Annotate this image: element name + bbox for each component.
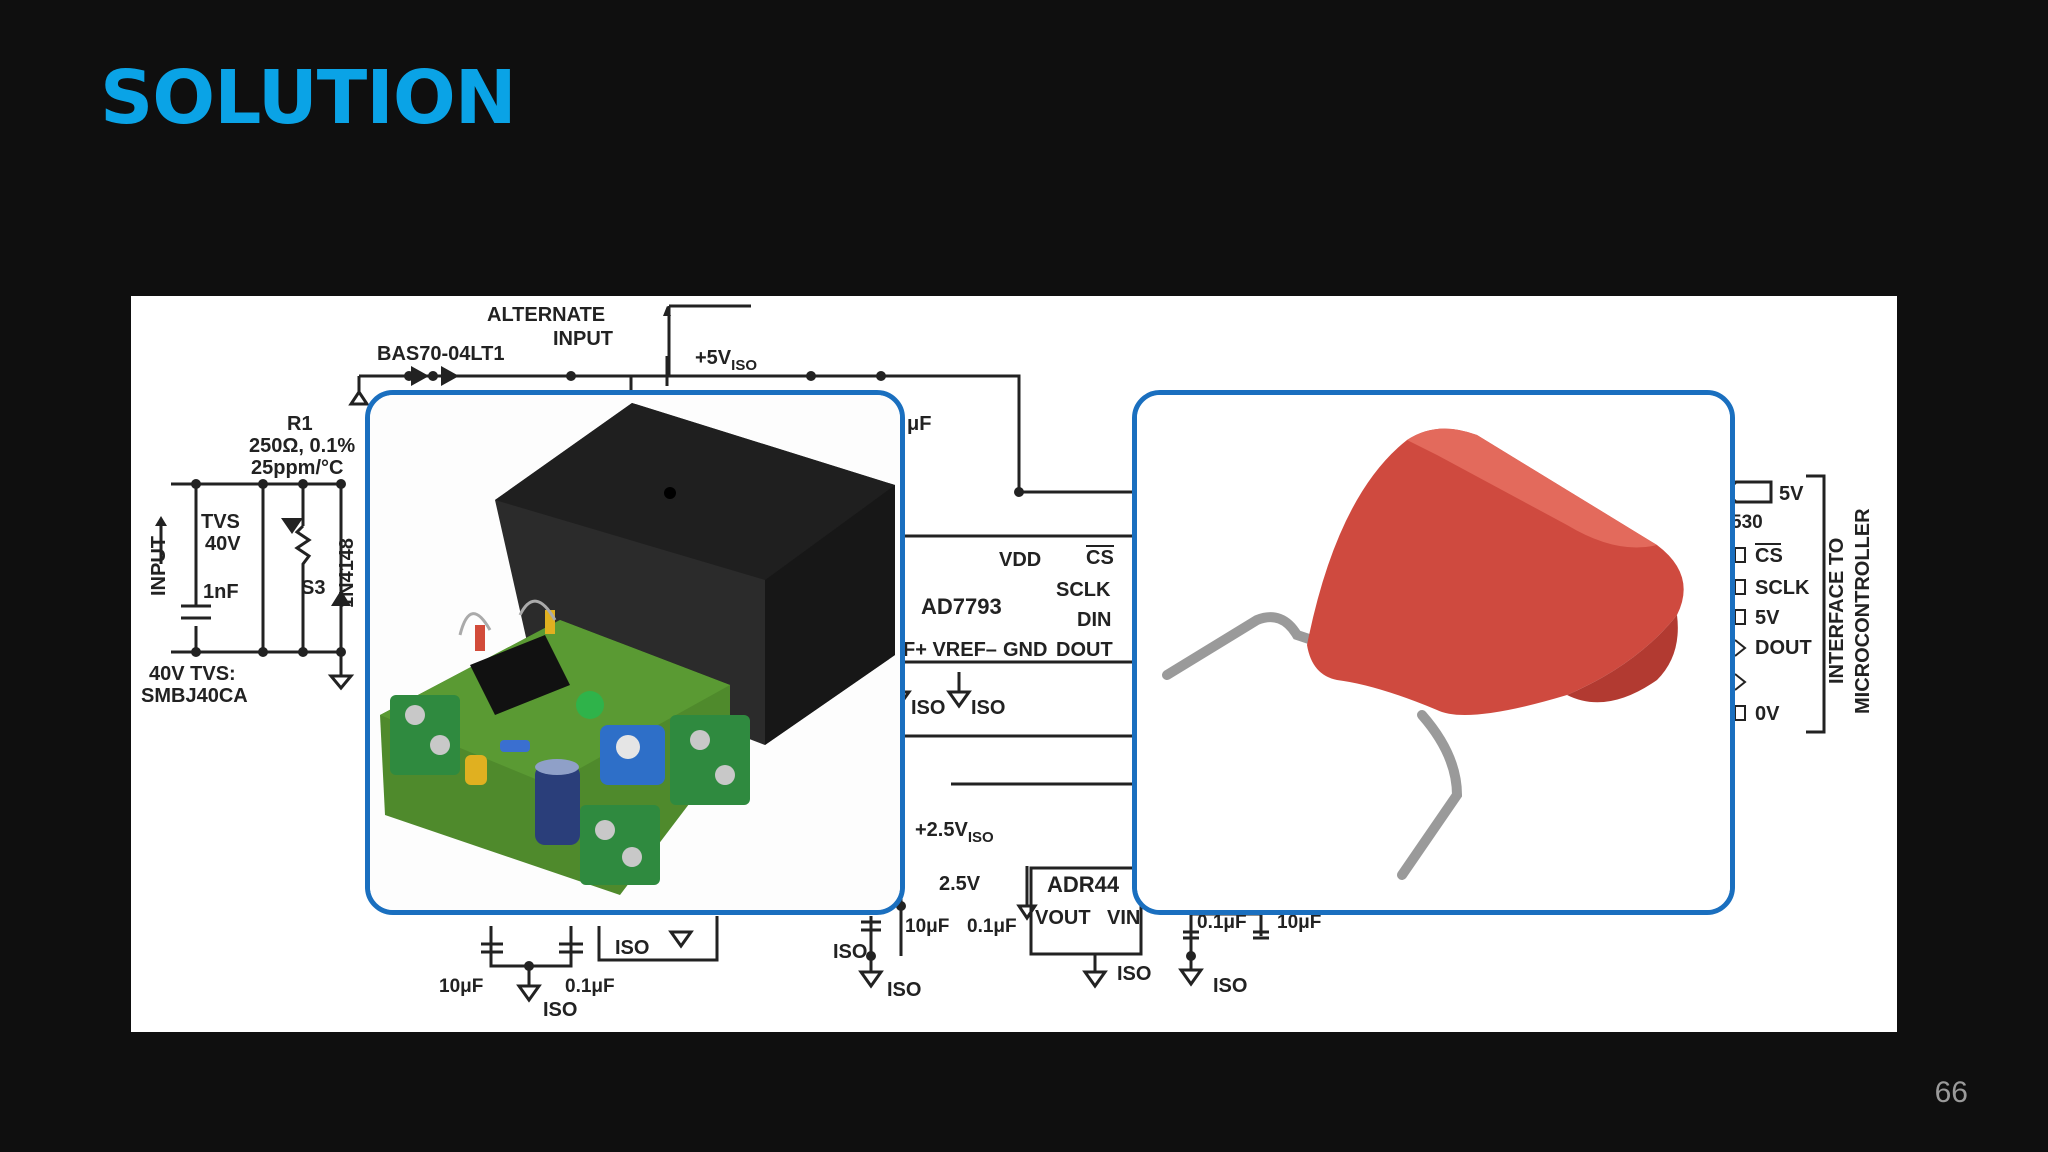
label-r1-tempco: 25ppm/°C [251,457,343,479]
ref-pin-vout: VOUT [1035,907,1091,929]
adc-pin-vdd: VDD [999,549,1041,571]
small-capacitor [465,755,487,785]
label-tvs-part-1: 40V TVS: [149,663,236,685]
terminal-block-left [390,695,460,775]
capacitor-lead-right [1397,710,1463,880]
label-cap-uf: μF [907,413,931,435]
label-s3: S3 [301,577,325,599]
slide-title: SOLUTION [100,55,517,141]
capacitor-highlight [1407,428,1657,548]
led [576,691,604,719]
mcu-pin-cs-box [1734,547,1746,563]
capacitor-lead-left [1162,612,1317,680]
pcb-surface [380,620,730,785]
label-tvs-part-2: SMBJ40CA [141,685,248,707]
mcu-pin-0v: 0V [1755,703,1780,725]
mcu-pin-dout: DOUT [1755,637,1812,659]
label-r1-name: R1 [287,413,313,435]
label-iso-b4: ISO [1117,963,1151,985]
mcu-pin-sclk: SCLK [1755,577,1810,599]
enclosure-hole [664,487,676,499]
film-capacitor-illustration [1137,395,1730,910]
label-cap-10uf-b: 10μF [439,976,483,997]
label-cap-01uf-b: 0.1μF [565,976,615,997]
label-alternate-input-2: INPUT [553,328,613,350]
label-interface-2: MICROCONTROLLER [1852,508,1874,714]
label-alternate-input-1: ALTERNATE [487,304,605,326]
page-number: 66 [1934,1076,1968,1109]
capacitor-body [1307,428,1684,715]
label-iso-b6: ISO [543,999,577,1021]
label-iso-b5: ISO [1213,975,1247,997]
adc-pin-dout: DOUT [1056,639,1113,661]
schematic-diode-symbols [155,306,671,606]
label-pin-530: 530 [1731,512,1763,533]
ref-pin-vin: VIN [1107,907,1140,929]
label-cap-10uf-a: 10μF [905,916,949,937]
mcu-pin-extra-arrow [1734,673,1747,691]
terminal-block-right [670,715,750,805]
mcu-pin-cs: CS [1755,545,1783,567]
label-input: INPUT [148,536,170,596]
label-cap-10uf-c: 10μF [1277,912,1321,933]
mcu-pin-0v-box [1734,705,1746,721]
enclosure-end [765,485,895,745]
label-diode-bas70: BAS70-04LT1 [377,343,504,365]
mcu-pin-5v-a: 5V [1779,483,1804,505]
label-cap-01uf-c: 0.1μF [1197,912,1247,933]
electrolytic-capacitor [535,765,580,845]
mcu-pin-sclk-box [1734,579,1746,595]
schematic-labels: ALTERNATE INPUT BAS70-04LT1 +5VISO R1 25… [141,304,1874,1021]
label-supply-2v5: +2.5VISO [915,819,994,846]
ref-part-name: ADR44 [1047,872,1120,897]
mcu-pin-5v-b: 5V [1755,607,1780,629]
mcu-pin-5v-box [1734,609,1746,625]
adc-pin-sclk: SCLK [1056,579,1111,601]
adc-pin-din: DIN [1077,609,1111,631]
label-interface-1: INTERFACE TO [1826,538,1848,684]
label-iso-b3: ISO [887,979,921,1001]
label-iso-b1: ISO [615,937,649,959]
mcu-pin-dout-arrow [1734,639,1747,657]
adc-name: AD7793 [921,594,1002,619]
label-iso-b2: ISO [833,941,867,963]
label-1n4148: 1N4148 [336,538,358,608]
schematic-dots [191,371,1196,971]
label-iso-adc-1: ISO [911,697,945,719]
circuit-board-illustration [370,395,900,910]
label-cap-01uf-a: 0.1μF [967,916,1017,937]
circuit-board-photo [365,390,905,915]
ic-chip [470,635,570,715]
label-r1-value: 250Ω, 0.1% [249,435,355,457]
label-cap-1nf: 1nF [203,581,239,603]
adc-pin-gnd: GND [1003,639,1047,661]
label-supply-5v: +5VISO [695,347,757,374]
label-ref-2v5: 2.5V [939,873,981,895]
capacitor-shade [1567,615,1678,703]
schematic-svg: ALTERNATE INPUT BAS70-04LT1 +5VISO R1 25… [141,304,1874,1021]
label-tvs: TVS [201,511,240,533]
label-iso-adc-2: ISO [971,697,1005,719]
terminal-block-bottom [580,805,660,885]
film-capacitor-photo [1132,390,1735,915]
adc-pin-vref: F+ VREF– [903,639,997,661]
enclosure-top [495,403,895,580]
label-tvs-40v: 40V [205,533,241,555]
adc-pin-cs: CS [1086,547,1114,569]
